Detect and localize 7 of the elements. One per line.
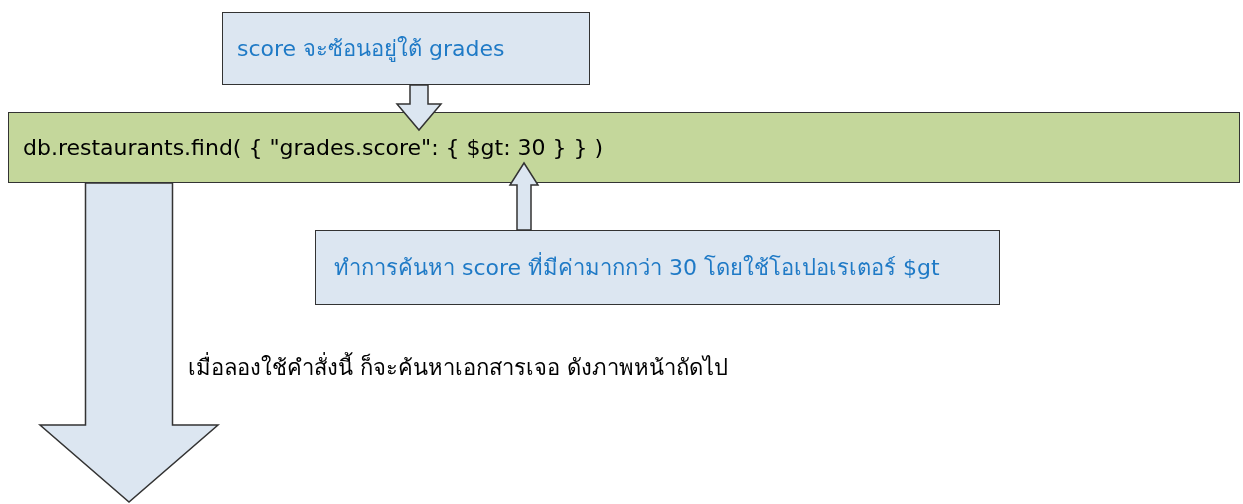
- note-box: score จะซ้อนอยู่ใต้ grades: [222, 12, 590, 85]
- note-box: ทำการค้นหา score ที่มีค่ามากกว่า 30 โดยใช้โอเปอเรเตอร์ $gt: [315, 230, 1000, 305]
- block-arrow: [38, 182, 220, 503]
- code-band: db.restaurants.find( { "grades.score": { $gt: 30 } } ): [8, 112, 1240, 183]
- note-text: เมื่อลองใช้คำสั่งนี้ ก็จะค้นหาเอกสารเจอ ดังภาพหน้าถัดไป: [188, 350, 728, 385]
- block-arrow: [508, 161, 540, 231]
- block-arrow: [395, 84, 443, 132]
